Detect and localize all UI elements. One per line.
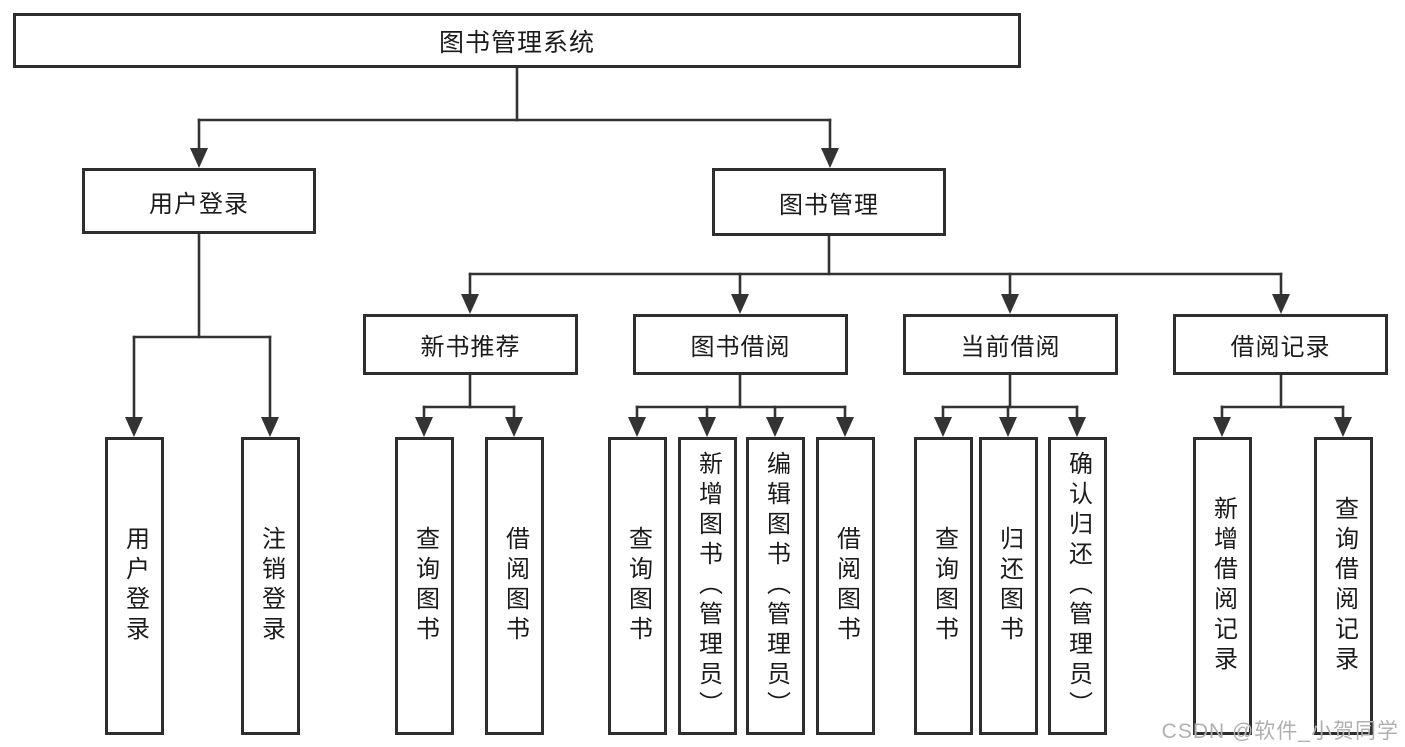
leaf-logout: 注销登录 <box>241 437 300 735</box>
leaf-return-book-label: 归还图书 <box>995 526 1023 646</box>
node-current-borrow: 当前借阅 <box>903 314 1118 375</box>
leaf-query-books-3-label: 查询图书 <box>930 526 958 646</box>
leaf-confirm-return-admin: 确认归还（管理员） <box>1048 437 1107 735</box>
leaf-query-books-1-label: 查询图书 <box>411 526 439 646</box>
node-book-management: 图书管理 <box>712 168 946 236</box>
leaf-return-book: 归还图书 <box>979 437 1038 735</box>
arrow-down-icon <box>505 417 523 437</box>
arrow-down-icon <box>1068 417 1086 437</box>
arrow-down-icon <box>1334 417 1352 437</box>
leaf-borrow-books-2: 借阅图书 <box>816 437 875 735</box>
leaf-query-books-2: 查询图书 <box>608 437 667 735</box>
leaf-user-login-label: 用户登录 <box>121 526 149 646</box>
arrow-down-icon <box>731 294 749 314</box>
leaf-query-borrow-record: 查询借阅记录 <box>1314 437 1373 735</box>
leaf-borrow-books-1: 借阅图书 <box>485 437 544 735</box>
node-book-borrow: 图书借阅 <box>633 314 848 375</box>
leaf-query-borrow-record-label: 查询借阅记录 <box>1330 496 1358 676</box>
leaf-borrow-books-2-label: 借阅图书 <box>832 526 860 646</box>
leaf-edit-book-admin-label: 编辑图书（管理员） <box>762 451 790 721</box>
arrow-down-icon <box>1272 294 1290 314</box>
arrow-down-icon <box>934 417 952 437</box>
arrow-down-icon <box>190 148 208 168</box>
arrow-down-icon <box>766 417 784 437</box>
arrow-down-icon <box>125 417 143 437</box>
node-book-borrow-label: 图书借阅 <box>690 334 791 361</box>
node-user-login: 用户登录 <box>82 168 316 234</box>
leaf-confirm-return-admin-label: 确认归还（管理员） <box>1064 451 1092 721</box>
node-new-book-recommend: 新书推荐 <box>363 314 578 375</box>
arrow-down-icon <box>836 417 854 437</box>
node-user-login-label: 用户登录 <box>149 190 249 218</box>
arrow-down-icon <box>461 294 479 314</box>
arrow-down-icon <box>999 417 1017 437</box>
leaf-query-books-3: 查询图书 <box>914 437 973 735</box>
leaf-add-book-admin: 新增图书（管理员） <box>678 437 737 735</box>
arrow-down-icon <box>821 148 839 168</box>
node-root: 图书管理系统 <box>13 13 1021 68</box>
arrow-down-icon <box>261 417 279 437</box>
arrow-down-icon <box>1213 417 1231 437</box>
leaf-add-borrow-record: 新增借阅记录 <box>1193 437 1252 735</box>
node-book-management-label: 图书管理 <box>779 191 879 219</box>
arrow-down-icon <box>1001 294 1019 314</box>
leaf-user-login: 用户登录 <box>105 437 164 735</box>
node-current-borrow-label: 当前借阅 <box>960 334 1061 361</box>
leaf-logout-label: 注销登录 <box>257 526 285 646</box>
leaf-borrow-books-1-label: 借阅图书 <box>501 526 529 646</box>
leaf-query-books-1: 查询图书 <box>395 437 454 735</box>
csdn-watermark: CSDN @软件_小贺同学 <box>1161 720 1399 743</box>
leaf-query-books-2-label: 查询图书 <box>624 526 652 646</box>
node-borrow-records: 借阅记录 <box>1173 314 1388 375</box>
leaf-edit-book-admin: 编辑图书（管理员） <box>746 437 805 735</box>
leaf-add-borrow-record-label: 新增借阅记录 <box>1209 496 1237 676</box>
leaf-add-book-admin-label: 新增图书（管理员） <box>694 451 722 721</box>
node-borrow-records-label: 借阅记录 <box>1230 334 1331 361</box>
arrow-down-icon <box>698 417 716 437</box>
arrow-down-icon <box>415 417 433 437</box>
node-root-label: 图书管理系统 <box>438 28 595 57</box>
node-new-book-recommend-label: 新书推荐 <box>420 334 521 361</box>
arrow-down-icon <box>628 417 646 437</box>
